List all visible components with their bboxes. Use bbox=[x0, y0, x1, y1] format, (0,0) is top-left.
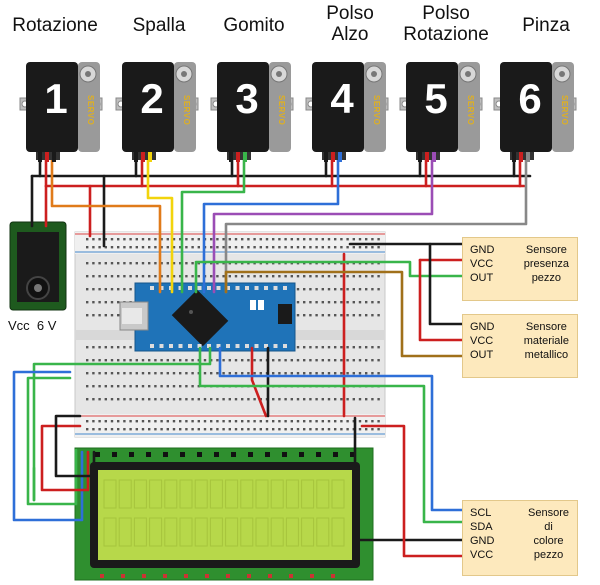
desc-line: colore bbox=[533, 535, 564, 547]
lcd-display bbox=[74, 447, 374, 581]
pin-label: GND bbox=[470, 321, 495, 333]
desc-line: metallico bbox=[524, 349, 569, 361]
servo-tag-5: SERVO bbox=[466, 95, 475, 126]
pin-label: VCC bbox=[470, 335, 494, 347]
desc-line: Sensore bbox=[525, 244, 567, 256]
servo-tag-2: SERVO bbox=[182, 95, 191, 126]
sensor-pins: SCL SDA GND VCC bbox=[470, 506, 494, 562]
pin-label: OUT bbox=[470, 349, 494, 361]
power-jack bbox=[9, 221, 67, 311]
pin-label: OUT bbox=[470, 272, 494, 284]
pin-label: SDA bbox=[470, 521, 493, 533]
desc-line: pezzo bbox=[531, 272, 562, 284]
desc-line: Sensore bbox=[528, 507, 569, 519]
pin-label: VCC bbox=[470, 258, 494, 270]
servo-number-5: 5 bbox=[424, 75, 448, 122]
servo-title-line: Polso bbox=[326, 3, 374, 24]
servo-number-3: 3 bbox=[235, 75, 259, 122]
desc-line: di bbox=[544, 521, 553, 533]
sensor-note-presence: GND VCC OUT Sensore presenza pezzo bbox=[462, 237, 578, 301]
servo-motor-2 bbox=[115, 62, 199, 162]
desc-line: presenza bbox=[523, 258, 569, 270]
servo-tag-6: SERVO bbox=[560, 95, 569, 126]
wires bbox=[12, 158, 532, 558]
servo-motor-4 bbox=[305, 62, 389, 162]
desc-line: pezzo bbox=[533, 549, 564, 561]
servo-number-4: 4 bbox=[330, 75, 354, 122]
servo-number-6: 6 bbox=[518, 75, 542, 122]
servo-number-1: 1 bbox=[44, 75, 68, 122]
servo-title-line: Pinza bbox=[522, 15, 570, 36]
servo-title-line: Alzo bbox=[331, 24, 369, 45]
servo-motor-6 bbox=[493, 62, 577, 162]
servo-motor-3 bbox=[210, 62, 294, 162]
servo-title-2: Spalla bbox=[122, 15, 196, 36]
servo-tag-1: SERVO bbox=[86, 95, 95, 126]
arduino-nano bbox=[119, 282, 296, 352]
servo-number-2: 2 bbox=[140, 75, 164, 122]
servo-title-1: Rotazione bbox=[9, 15, 101, 36]
servo-tag-4: SERVO bbox=[372, 95, 381, 126]
sensor-pins: GND VCC OUT bbox=[470, 243, 494, 285]
servo-tag-3: SERVO bbox=[277, 95, 286, 126]
servo-motor-5 bbox=[399, 62, 483, 162]
breadboard bbox=[74, 231, 386, 438]
sensor-note-color: SCL SDA GND VCC Sensore di colore pezzo bbox=[462, 500, 578, 576]
servo-title-line: Spalla bbox=[132, 15, 186, 36]
servo-title-line: Rotazione bbox=[403, 24, 489, 45]
sensor-description: Sensore presenza pezzo bbox=[524, 243, 569, 285]
servo-title-line: Rotazione bbox=[12, 15, 98, 36]
servo-title-6: Pinza bbox=[508, 15, 584, 36]
pin-label: SCL bbox=[470, 507, 492, 519]
servo-title-line: Gomito bbox=[223, 15, 285, 36]
servo-title-3: Gomito bbox=[214, 15, 294, 36]
pin-label: GND bbox=[470, 244, 495, 256]
pin-label: VCC bbox=[470, 549, 494, 561]
desc-line: Sensore bbox=[525, 321, 567, 333]
pin-label: GND bbox=[470, 535, 495, 547]
desc-line: materiale bbox=[523, 335, 569, 347]
servo-title-line: Polso bbox=[422, 3, 470, 24]
sensor-note-metal: GND VCC OUT Sensore materiale metallico bbox=[462, 314, 578, 378]
sensor-pins: GND VCC OUT bbox=[470, 320, 494, 362]
servo-motor-1 bbox=[19, 62, 103, 162]
power-label: Vcc 6 V bbox=[8, 318, 57, 333]
sensor-description: Sensore di colore pezzo bbox=[528, 506, 569, 562]
sensor-description: Sensore materiale metallico bbox=[524, 320, 569, 362]
